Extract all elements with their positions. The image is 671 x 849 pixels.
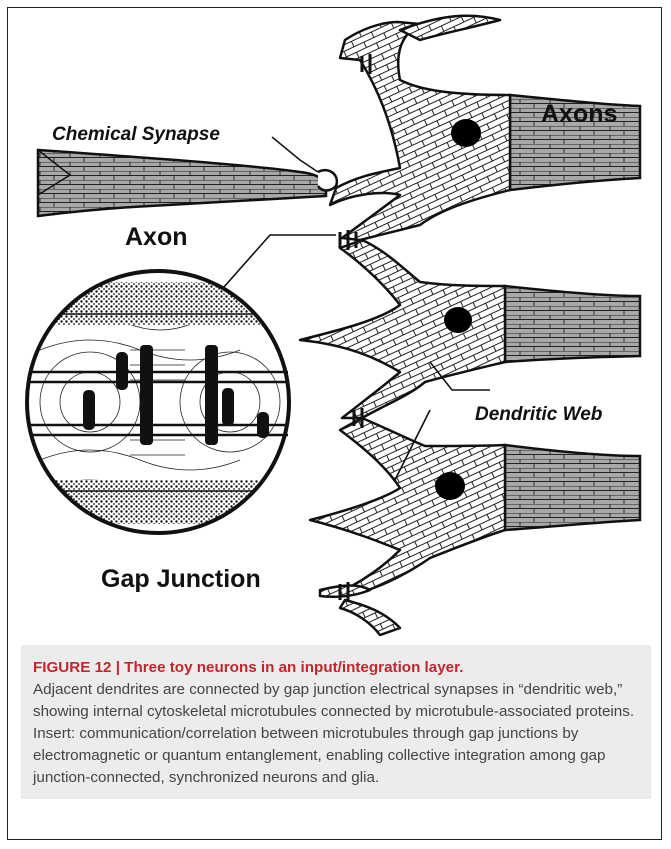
label-axons: Axons bbox=[541, 100, 617, 129]
neuron-diagram bbox=[0, 0, 671, 640]
dendritic-web bbox=[300, 16, 510, 635]
figure-caption: FIGURE 12 | Three toy neurons in an inpu… bbox=[21, 645, 651, 799]
label-dendritic-web: Dendritic Web bbox=[475, 404, 602, 426]
caption-heading: FIGURE 12 | Three toy neurons in an inpu… bbox=[33, 659, 463, 676]
left-axon bbox=[38, 150, 326, 216]
caption-body: Adjacent dendrites are connected by gap … bbox=[33, 681, 634, 786]
gap-junction-inset bbox=[27, 271, 289, 533]
label-gap-junction: Gap Junction bbox=[101, 565, 261, 594]
right-axons bbox=[505, 95, 640, 530]
label-axon: Axon bbox=[125, 223, 188, 252]
label-chemical-synapse: Chemical Synapse bbox=[52, 124, 220, 146]
